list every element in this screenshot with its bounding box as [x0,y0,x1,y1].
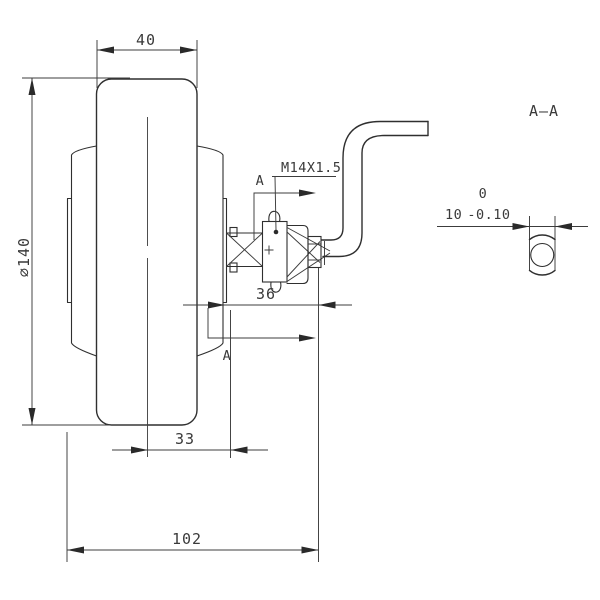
dim33-arrow-left [131,446,148,454]
dim-label-flat-width: 10 [445,207,462,223]
thread-leader-dot [273,229,279,235]
tube-upper-contour [320,120,429,241]
dim40-arrow-right [180,46,197,54]
section-view-title: A–A [529,102,559,120]
axle-assembly [225,210,331,293]
dim36-arrow-left [208,301,225,309]
hub-left-ring [66,197,73,304]
bracket-plate [261,220,288,283]
shaft-collar-top [229,226,238,238]
section-view-a-a: A–A 10 0 -0.10 [437,102,588,276]
shaft-cross-lines [226,232,263,267]
hub-left-face [70,145,98,357]
dim-label-tire-width: 40 [136,31,156,49]
dim-hub-offset: 33 [112,310,268,458]
cut-label-bottom: A [223,348,232,364]
dim40-arrow-left [97,46,114,54]
dim33-arrow-right [230,446,248,454]
thread-leader [272,176,336,231]
dim-tire-width: 40 [96,31,198,88]
dim140-arrow-top [28,78,36,95]
section-shaft-outline [528,234,556,276]
dim10-arrow-left [512,223,530,230]
wheel-side-view [66,78,228,457]
shaft-collar-bottom [229,262,238,273]
dim-label-tolerance-upper: 0 [479,186,488,202]
dim-label-overall-length: 102 [172,530,202,548]
dim140-arrow-bottom [28,408,36,425]
cut-line-bottom [207,308,302,339]
dim102-arrow-right [301,546,319,554]
dim-wheel-diameter: ⌀140 [15,77,148,426]
dim10-arrow-right [555,223,572,230]
section-cut-bottom: A [207,308,316,364]
bracket-ear-bottom [270,281,282,293]
plate-center-mark [264,245,274,255]
dim-label-wheel-diameter: ⌀140 [15,237,33,277]
cut-line-top [253,192,302,240]
dim102-lines [66,432,319,562]
handle-tube [320,120,429,258]
dim-overall-length: 102 [66,432,319,562]
section-shaft-bore [530,242,555,268]
cut-arrow-top [299,189,316,197]
section-cut-top: A [253,173,316,240]
dim-label-tolerance-lower: -0.10 [467,207,510,223]
thread-callout: M14X1.5 [272,160,341,235]
dim-label-hub-offset: 33 [175,430,195,448]
cut-label-top: A [256,173,265,189]
thread-spec-label: M14X1.5 [281,160,341,176]
hub-right-ring [222,197,228,304]
hub-right-face [196,145,224,357]
tube-lower-contour [322,134,429,258]
nut-facets [308,241,325,265]
dim36-arrow-right [318,301,336,309]
axle-shaft [225,232,264,268]
dim-label-stem-length: 36 [256,285,276,303]
dim102-arrow-left [67,546,84,554]
bracket-ear-top [268,210,281,223]
dim-stem-length: 36 [183,268,352,562]
tire-outline [95,78,198,426]
stem-nut [307,235,322,269]
cut-arrow-bottom [299,334,316,342]
dim140-lines [22,77,148,426]
